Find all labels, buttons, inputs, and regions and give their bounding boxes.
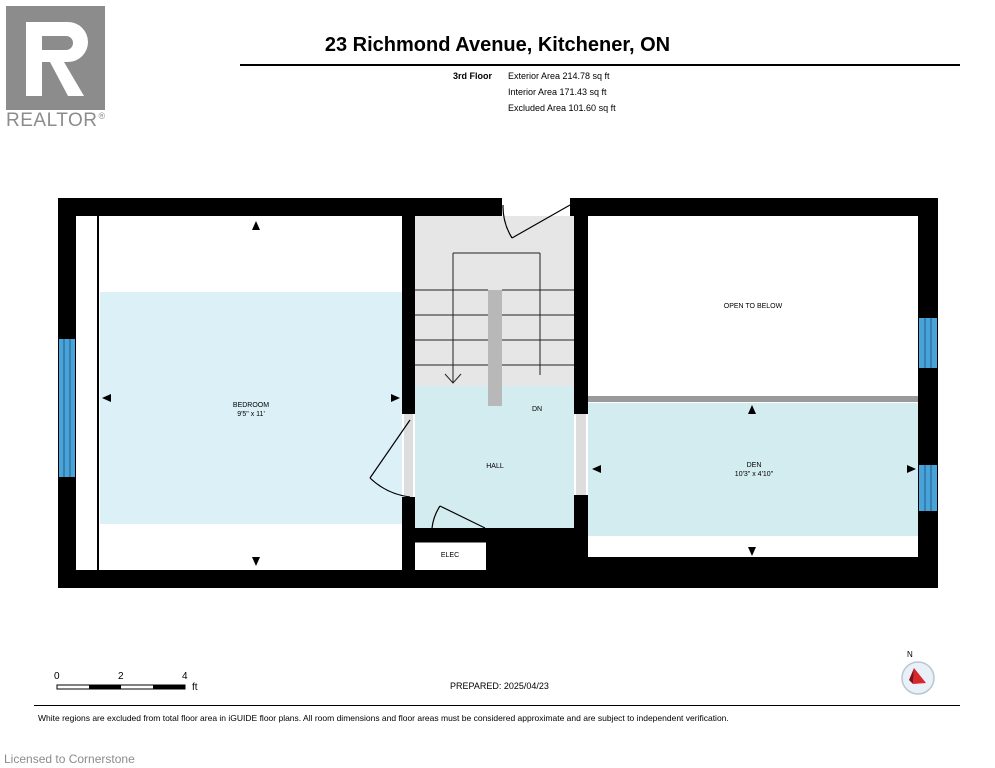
den-doorway — [576, 414, 586, 495]
walls — [58, 198, 938, 588]
prepared-date: PREPARED: 2025/04/23 — [450, 681, 549, 691]
scale-unit: ft — [192, 682, 198, 693]
compass-north-label: N — [907, 650, 913, 659]
excluded-area: Excluded Area 101.60 sq ft — [508, 103, 616, 113]
den-fill — [588, 403, 918, 536]
windows — [59, 318, 937, 511]
bedroom-label: BEDROOM 9'5" x 11' — [232, 402, 270, 418]
elec-label: ELEC — [440, 552, 460, 559]
scale-label-4: 4 — [182, 671, 188, 682]
license-watermark: Licensed to Cornerstone — [4, 752, 135, 766]
hall-label: HALL — [486, 463, 504, 470]
stair-rail — [488, 290, 502, 406]
den-label: DEN 10'3" x 4'10" — [734, 462, 774, 478]
scale-bar — [56, 684, 186, 690]
interior-area: Interior Area 171.43 sq ft — [508, 87, 607, 97]
disclaimer-text: White regions are excluded from total fl… — [38, 713, 729, 723]
floor-label: 3rd Floor — [453, 71, 493, 81]
open-to-below-label: OPEN TO BELOW — [723, 303, 783, 310]
disclaimer-divider — [34, 705, 960, 706]
dimension-markers — [102, 221, 916, 566]
realtor-r-icon — [26, 22, 88, 96]
door-swings — [369, 204, 571, 529]
stairs-down-label: DN — [531, 406, 543, 413]
bedroom-doorway — [404, 414, 413, 497]
title-divider — [240, 64, 960, 66]
realtor-wordmark: REALTOR® — [6, 110, 106, 131]
hall-fill — [415, 386, 574, 529]
exterior-area: Exterior Area 214.78 sq ft — [508, 71, 610, 81]
bedroom-fill — [100, 292, 402, 524]
compass-icon — [901, 661, 935, 695]
open-below-railing — [588, 396, 918, 402]
page-title: 23 Richmond Avenue, Kitchener, ON — [324, 34, 671, 56]
stair-treads — [415, 252, 574, 384]
realtor-logo — [6, 6, 105, 110]
scale-label-0: 0 — [54, 671, 60, 682]
scale-label-2: 2 — [118, 671, 124, 682]
